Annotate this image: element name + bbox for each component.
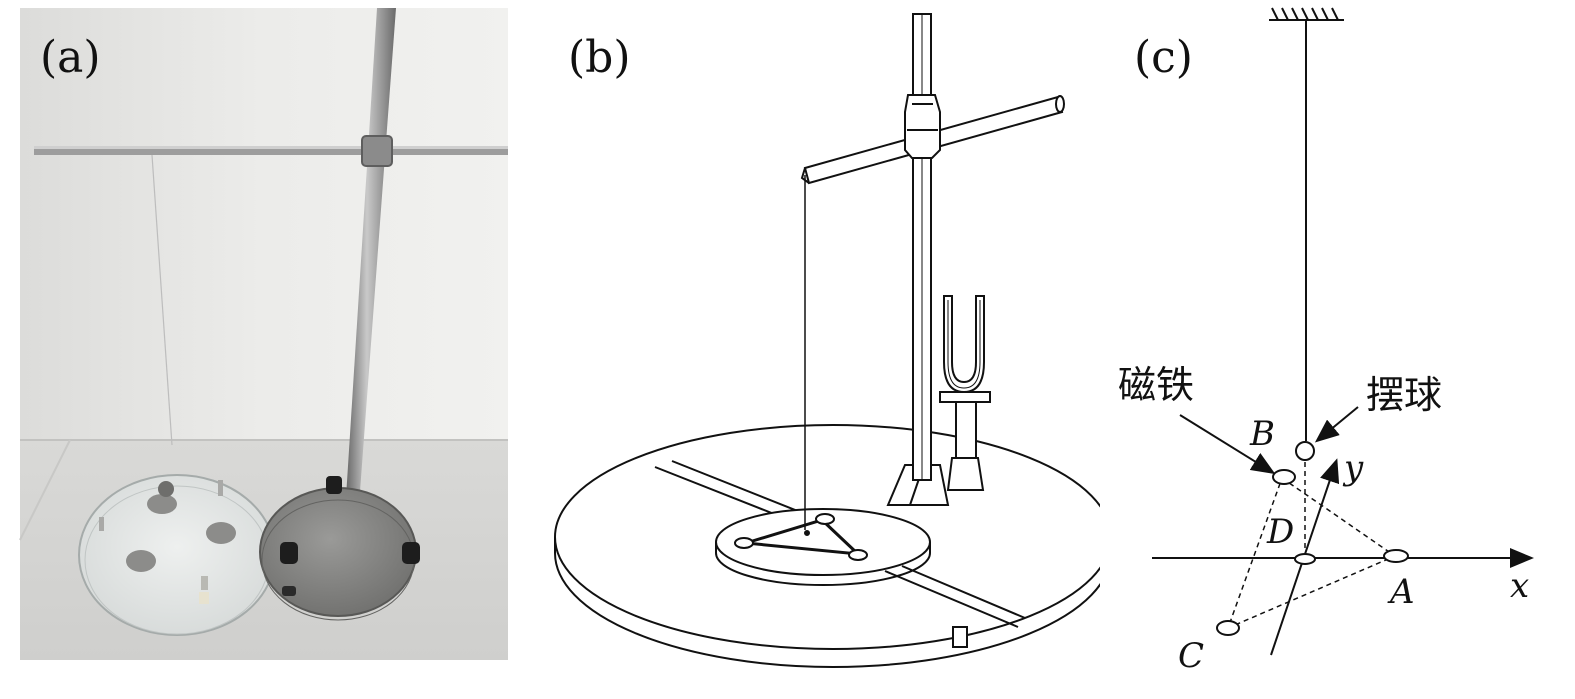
stand-foot: [886, 464, 950, 506]
photo-illustration: [19, 8, 508, 660]
panel-b-drawing: (b): [520, 0, 1100, 699]
magnet-triangle-dashed: [1226, 476, 1397, 630]
panel-c-schematic: (c) 磁铁 摆球 B D A C y x: [1100, 0, 1575, 699]
bob-label: 摆球: [1366, 373, 1443, 417]
point-b-label: B: [1250, 414, 1275, 454]
magnet-c: [1216, 620, 1240, 636]
magnet-b: [1272, 469, 1296, 485]
small-disk: [715, 508, 931, 576]
photo-bob: [158, 481, 174, 497]
photo-foot: [326, 476, 342, 494]
bob-pointer: [1314, 406, 1359, 443]
x-axis-label: x: [1510, 566, 1530, 606]
magnet-left: [734, 537, 754, 549]
magnet-label: 磁铁: [1118, 363, 1195, 407]
apparatus-drawing: [554, 13, 1100, 668]
pendulum-bob: [1295, 441, 1315, 461]
magnet-pointer: [1179, 414, 1276, 475]
photo-clamp: [361, 135, 393, 167]
large-disk-edge: [554, 537, 1100, 668]
column-clamp: [904, 94, 941, 159]
photo-arm: [34, 146, 508, 155]
magnet-triangle: [745, 518, 863, 556]
panel-c-label: (c): [1134, 32, 1193, 83]
point-c-label: C: [1178, 636, 1205, 676]
photo-foot: [280, 542, 298, 564]
photo-acrylic-plate: [78, 474, 276, 636]
panel-a-label: (a): [40, 32, 101, 83]
schematic: [1152, 7, 1534, 656]
photo-magnet: [126, 550, 156, 572]
point-d: [1294, 553, 1316, 565]
point-a-label: A: [1390, 572, 1415, 612]
magnet-a: [1383, 549, 1409, 563]
ceiling-support: [1269, 7, 1344, 21]
photo-magnet: [206, 522, 236, 544]
fork-stand: [946, 457, 985, 491]
photo-foot: [402, 542, 420, 564]
magnet-back: [815, 513, 835, 525]
photo-thread: [151, 154, 173, 446]
y-axis-label: y: [1344, 448, 1364, 488]
panel-b-label: (b): [568, 32, 631, 83]
panel-a-photo: (a): [0, 0, 520, 699]
photo-magnet: [147, 494, 177, 514]
magnet-right: [848, 549, 868, 561]
photo-wall: [20, 8, 508, 440]
point-d-label: D: [1267, 512, 1295, 552]
adjust-knob: [952, 626, 968, 648]
